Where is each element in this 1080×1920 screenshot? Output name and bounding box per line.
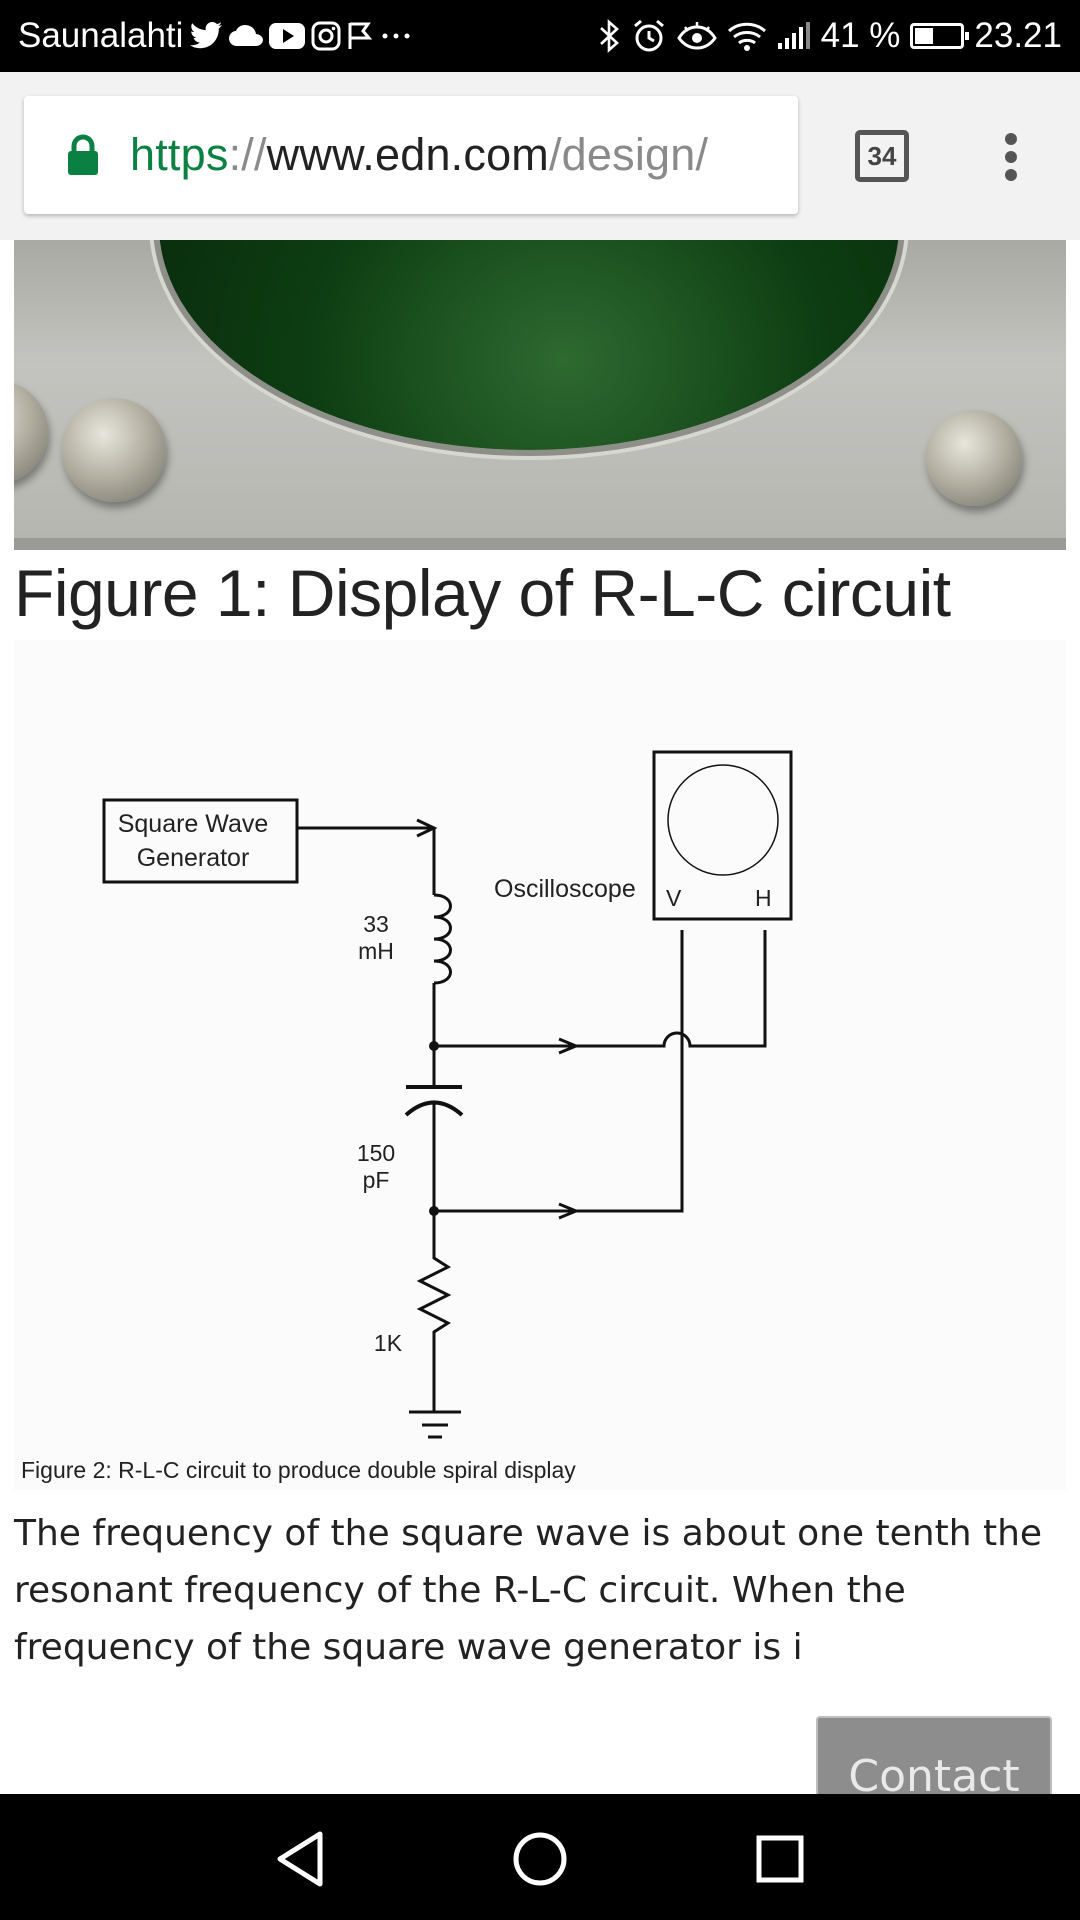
paragraph-line: The frequency of the square wave is abou… xyxy=(14,1513,1043,1554)
wifi-icon xyxy=(727,22,766,51)
oscilloscope-box xyxy=(652,750,793,921)
lock-icon xyxy=(68,134,98,175)
oscilloscope-screen xyxy=(159,240,899,450)
battery-percent: 41 % xyxy=(820,16,901,55)
wire-to-v xyxy=(434,930,684,1213)
generator-label-line1: Square Wave xyxy=(118,810,269,838)
flag-icon xyxy=(348,22,373,49)
url-host: www.edn.com xyxy=(266,129,549,180)
capacitor-unit-label: pF xyxy=(363,1167,390,1193)
oscilloscope-label: Oscilloscope xyxy=(494,875,636,903)
bluetooth-icon xyxy=(599,19,619,53)
oscilloscope-circle xyxy=(667,764,779,876)
battery-fill xyxy=(915,28,934,44)
status-bar: Saunalahti xyxy=(0,0,1080,72)
menu-dot xyxy=(1005,133,1017,145)
carrier-label: Saunalahti xyxy=(18,16,184,55)
menu-dot xyxy=(1005,169,1017,181)
arrow-h xyxy=(558,1037,580,1055)
ground-symbol xyxy=(409,1410,461,1439)
alarm-icon xyxy=(633,19,664,52)
figure2-caption: Figure 2: R-L-C circuit to produce doubl… xyxy=(21,1457,576,1483)
signal-icon xyxy=(777,22,810,49)
more-icon xyxy=(382,33,410,39)
youtube-icon xyxy=(269,23,306,49)
cloud-icon xyxy=(229,25,264,46)
url-text[interactable]: https://www.edn.com/design/ xyxy=(130,129,708,181)
eye-icon xyxy=(676,22,717,50)
inductor-coil xyxy=(433,893,452,985)
junction-dot-bottom xyxy=(429,1206,439,1216)
circuit-diagram: Square Wave Generator Oscilloscope V H xyxy=(14,640,1066,1490)
status-left: Saunalahti xyxy=(18,0,411,72)
status-right: 41 % 23.21 xyxy=(597,0,1062,72)
clock: 23.21 xyxy=(974,16,1062,55)
recents-icon[interactable] xyxy=(745,1824,815,1894)
figure1-caption: Figure 1: Display of R-L-C circuit xyxy=(14,556,951,630)
contact-label: Contact xyxy=(848,1751,1020,1794)
junction-dot-top xyxy=(429,1041,439,1051)
wire-to-h xyxy=(434,930,767,1048)
capacitor-value-label: 150 xyxy=(357,1140,395,1166)
contact-button[interactable]: Contact xyxy=(816,1716,1052,1794)
inductor-value-label: 33 xyxy=(363,911,389,937)
arrow-v xyxy=(558,1202,580,1220)
navigation-bar xyxy=(0,1794,1080,1920)
v-label: V xyxy=(666,885,682,911)
bolt-left xyxy=(62,398,166,502)
tab-switcher-button[interactable]: 34 xyxy=(855,130,909,182)
resistor-label: 1K xyxy=(374,1330,403,1356)
inductor-unit-label: mH xyxy=(358,938,394,964)
h-label: H xyxy=(755,885,772,911)
oscilloscope-photo xyxy=(14,240,1066,550)
overflow-menu-button[interactable] xyxy=(996,127,1026,187)
url-path: /design/ xyxy=(548,129,709,180)
resistor-zigzag xyxy=(416,1211,452,1412)
back-icon[interactable] xyxy=(268,1824,338,1894)
paragraph-line: frequency of the square wave generator i… xyxy=(14,1627,803,1668)
circuit-svg: Square Wave Generator Oscilloscope V H xyxy=(21,750,793,1483)
url-separator: :// xyxy=(228,129,267,180)
bolt-right xyxy=(926,410,1022,506)
battery-icon xyxy=(910,23,970,49)
address-bar[interactable]: https://www.edn.com/design/ xyxy=(24,96,798,214)
tab-count: 34 xyxy=(867,140,897,171)
twitter-icon xyxy=(190,22,223,49)
photo-edge xyxy=(14,538,1066,550)
menu-dot xyxy=(1005,151,1017,163)
generator-label-line2: Generator xyxy=(137,844,250,872)
home-icon[interactable] xyxy=(505,1824,575,1894)
page-content[interactable]: Figure 1: Display of R-L-C circuit xyxy=(0,240,1080,1794)
paragraph-line: resonant frequency of the R-L-C circuit.… xyxy=(14,1570,906,1611)
article-paragraph: The frequency of the square wave is abou… xyxy=(14,1505,1074,1676)
bolt-edge xyxy=(14,380,48,484)
url-scheme: https xyxy=(130,129,229,180)
generator-box xyxy=(102,798,299,884)
browser-toolbar: https://www.edn.com/design/ 34 xyxy=(0,72,1080,241)
instagram-icon xyxy=(311,21,341,51)
